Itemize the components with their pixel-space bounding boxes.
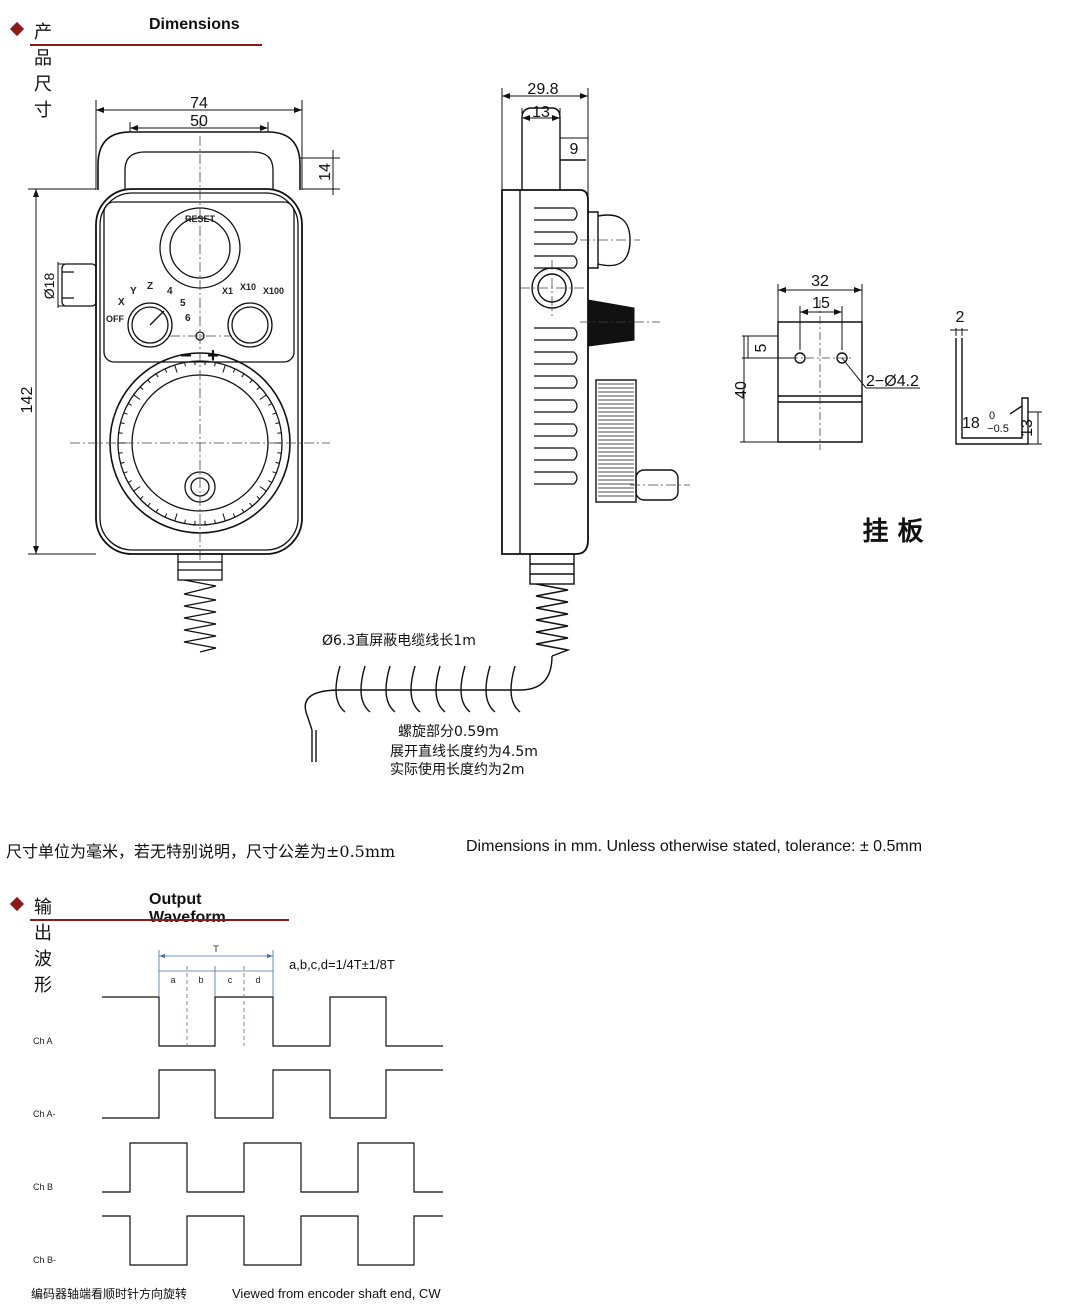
- segment-d-label: d: [255, 975, 260, 985]
- channel-label: Ch A: [33, 1036, 53, 1046]
- cable-note: Ø6.3直屏蔽电缆线长1m: [322, 632, 476, 649]
- rotation-note-cn: 编码器轴端看顺时针方向旋转: [31, 1286, 187, 1301]
- mult-x1-label: X1: [222, 286, 233, 296]
- dim-bracket-holes: 2−Ø4.2: [866, 373, 919, 390]
- dim-bracket-height: 40: [733, 381, 750, 399]
- section-title-cn: 输出波形: [34, 897, 52, 996]
- dim-bracket-hole-offset: 5: [753, 343, 770, 352]
- section-title-cn: 产品尺寸: [34, 22, 52, 121]
- dim-button-dia: Ø18: [41, 273, 57, 300]
- usable-note: 实际使用长度约为2m: [390, 761, 525, 778]
- segment-b-label: b: [198, 975, 203, 985]
- dim-front-height: 142: [19, 387, 36, 414]
- estop-label: RESET: [185, 214, 216, 224]
- axis-x-label: X: [118, 297, 125, 308]
- axis-off-label: OFF: [106, 314, 124, 324]
- dim-bracket-inner: 15: [812, 295, 830, 312]
- dim-bracket-depth: 18: [962, 415, 980, 432]
- mult-x10-label: X10: [240, 282, 256, 292]
- dim-bracket-lip: 13: [1019, 419, 1036, 437]
- axis-5-label: 5: [180, 298, 186, 309]
- segment-formula: a,b,c,d=1/4T±1/8T: [289, 957, 395, 972]
- segment-a-label: a: [170, 975, 175, 985]
- dim-side-depth: 29.8: [527, 81, 558, 98]
- tolerance-note-cn: 尺寸单位为毫米，若无特别说明，尺寸公差为±0.5mm: [6, 842, 396, 861]
- dim-bracket-tol-upper: 0: [989, 410, 995, 422]
- spiral-note: 螺旋部分0.59m: [398, 724, 499, 740]
- dim-bracket-width: 32: [811, 273, 829, 290]
- channel-label: Ch A-: [33, 1109, 56, 1119]
- segment-c-label: c: [228, 975, 233, 985]
- axis-6-label: 6: [185, 313, 191, 324]
- section-underline: [30, 44, 262, 46]
- plus-label: +: [207, 345, 219, 367]
- section-underline: [30, 919, 289, 921]
- dim-front-inner: 50: [190, 113, 208, 130]
- dim-bracket-tol-lower: −0.5: [987, 423, 1009, 435]
- axis-4-label: 4: [167, 286, 173, 297]
- dim-handle-height: 14: [317, 163, 334, 181]
- axis-z-label: Z: [147, 281, 153, 292]
- axis-y-label: Y: [130, 286, 137, 297]
- period-label: T: [213, 944, 219, 954]
- bracket-caption: 挂 板: [862, 517, 923, 547]
- dim-side-handle: 13: [532, 104, 550, 121]
- dim-bracket-thickness: 2: [956, 309, 965, 326]
- tolerance-note-en: Dimensions in mm. Unless otherwise state…: [466, 838, 923, 855]
- extended-note: 展开直线长度约为4.5m: [390, 743, 538, 760]
- dim-front-width: 74: [190, 95, 208, 112]
- section-title-en: Output Waveform: [149, 891, 226, 926]
- section-title-en: Dimensions: [149, 16, 240, 33]
- channel-label: Ch B-: [33, 1255, 56, 1265]
- mult-x100-label: X100: [263, 286, 284, 296]
- channel-label: Ch B: [33, 1182, 53, 1192]
- dim-side-offset: 9: [570, 141, 579, 158]
- minus-label: −: [180, 345, 192, 367]
- rotation-note-en: Viewed from encoder shaft end, CW: [232, 1286, 441, 1301]
